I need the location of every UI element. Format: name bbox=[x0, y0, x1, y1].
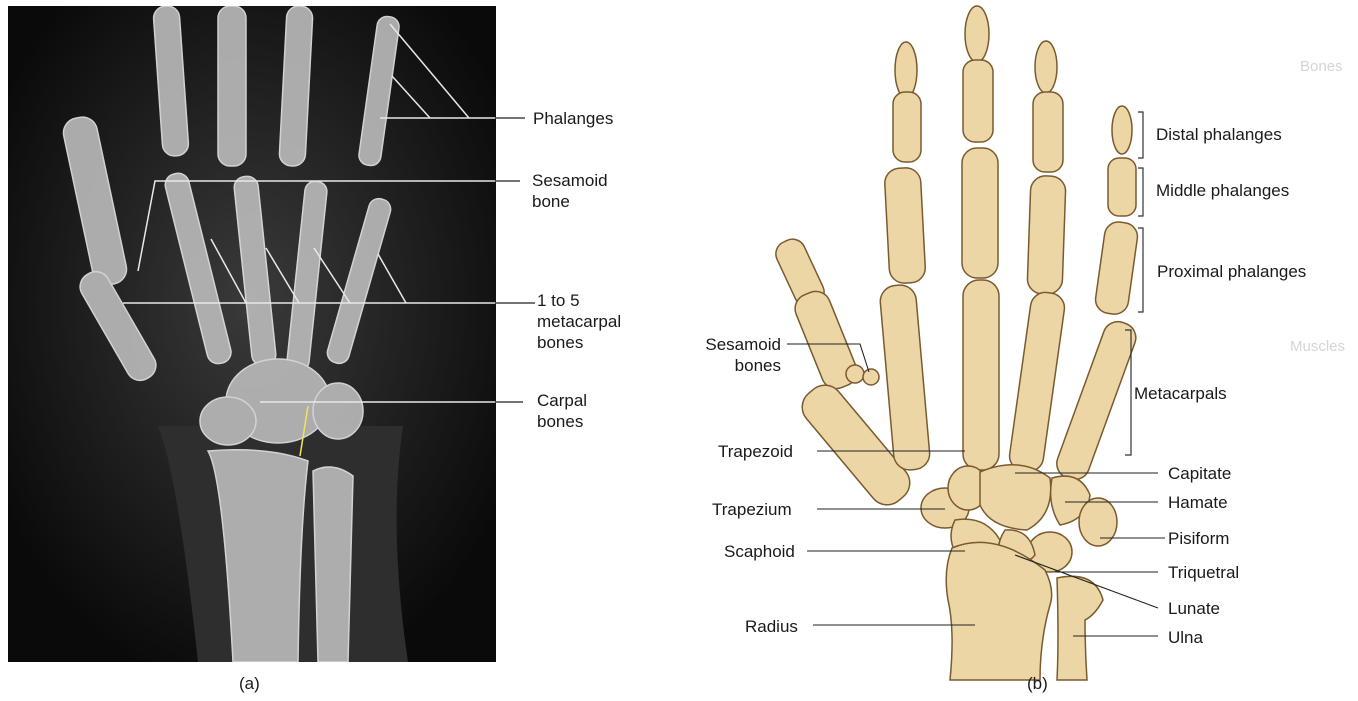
label-radius: Radius bbox=[745, 616, 798, 637]
bracket-middle bbox=[1138, 168, 1143, 216]
label-metacarpal-bones: 1 to 5 metacarpal bones bbox=[537, 290, 621, 353]
xray-drawing bbox=[8, 6, 496, 662]
sesamoid-bone-1 bbox=[846, 365, 864, 383]
xray-image bbox=[8, 6, 496, 662]
label-trapezium: Trapezium bbox=[712, 499, 792, 520]
pisiform-bone bbox=[1079, 498, 1117, 546]
distal-phalanx-index bbox=[895, 42, 917, 98]
label-ulna: Ulna bbox=[1168, 627, 1203, 648]
label-distal-phalanges: Distal phalanges bbox=[1156, 124, 1282, 145]
label-hamate: Hamate bbox=[1168, 492, 1228, 513]
bracket-distal bbox=[1138, 112, 1143, 158]
sesamoid-bone-2 bbox=[863, 369, 879, 385]
label-sesamoid-bone: Sesamoid bone bbox=[532, 170, 608, 212]
proximal-phalanx-middle bbox=[962, 148, 998, 278]
metacarpal-little bbox=[1053, 317, 1140, 483]
ulna-bone bbox=[1057, 576, 1103, 680]
distal-phalanx-ring bbox=[1035, 41, 1057, 93]
middle-phalanx-ring bbox=[1033, 92, 1063, 172]
label-proximal-phalanges: Proximal phalanges bbox=[1157, 261, 1306, 282]
middle-phalanx-index bbox=[893, 92, 921, 162]
metacarpal-index bbox=[879, 284, 931, 471]
label-metacarpals: Metacarpals bbox=[1134, 383, 1227, 404]
metacarpal-middle bbox=[963, 280, 999, 470]
distal-phalanx-little bbox=[1112, 106, 1132, 154]
label-lunate: Lunate bbox=[1168, 598, 1220, 619]
proximal-phalanx-ring bbox=[1027, 175, 1066, 294]
label-carpal-bones: Carpal bones bbox=[537, 390, 587, 432]
label-trapezoid: Trapezoid bbox=[718, 441, 793, 462]
distal-phalanx-middle bbox=[965, 6, 989, 62]
label-pisiform: Pisiform bbox=[1168, 528, 1229, 549]
label-capitate: Capitate bbox=[1168, 463, 1231, 484]
proximal-phalanx-index bbox=[884, 167, 926, 284]
middle-phalanx-middle bbox=[963, 60, 993, 142]
caption-a: (a) bbox=[239, 674, 260, 694]
bracket-proximal bbox=[1138, 228, 1143, 312]
label-middle-phalanges: Middle phalanges bbox=[1156, 180, 1289, 201]
label-sesamoid-bones: Sesamoid bones bbox=[685, 334, 781, 376]
xray-leader-extensions bbox=[495, 100, 545, 420]
middle-phalanx-little bbox=[1108, 158, 1136, 216]
caption-b: (b) bbox=[1027, 674, 1048, 694]
metacarpal-ring bbox=[1008, 291, 1067, 474]
proximal-phalanx-little bbox=[1094, 220, 1139, 316]
label-phalanges: Phalanges bbox=[533, 108, 613, 129]
capitate-bone bbox=[980, 465, 1051, 530]
label-triquetral: Triquetral bbox=[1168, 562, 1239, 583]
label-scaphoid: Scaphoid bbox=[724, 541, 795, 562]
